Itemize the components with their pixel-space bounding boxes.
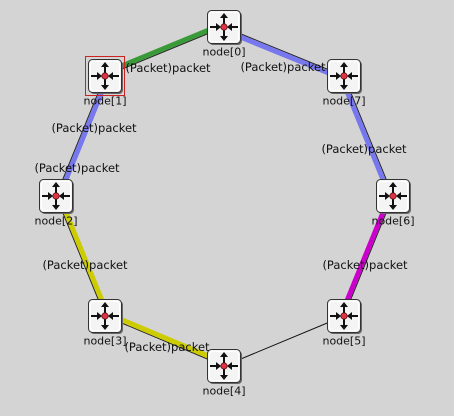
packet-label-pkt-0-7[interactable]: (Packet)packet	[240, 60, 326, 74]
node2-label: node[2]	[34, 215, 77, 228]
node3[interactable]	[88, 299, 124, 335]
node3-label: node[3]	[83, 335, 126, 348]
router-icon	[327, 299, 362, 334]
link-node6-node5-base	[343, 195, 394, 317]
link-node6-node5[interactable]	[338, 193, 393, 316]
node0-label: node[0]	[202, 46, 245, 59]
link-node2-node1[interactable]	[56, 76, 111, 199]
router-icon	[39, 179, 74, 214]
packet-label-pkt-3-4[interactable]: (Packet)packet	[124, 340, 210, 354]
router-icon	[88, 299, 123, 334]
packet-label-pkt-0-1[interactable]: (Packet)packet	[125, 61, 211, 75]
packet-label-pkt-1-2[interactable]: (Packet)packet	[51, 121, 137, 135]
link-node7-node6[interactable]	[338, 76, 393, 199]
links-layer	[55, 21, 394, 367]
router-icon	[376, 179, 411, 214]
selection-box	[85, 56, 125, 96]
node1-label: node[1]	[83, 95, 126, 108]
link-node3-node2[interactable]	[56, 193, 111, 316]
node0[interactable]	[207, 10, 243, 46]
node4-label: node[4]	[202, 385, 245, 398]
router-icon	[207, 10, 242, 45]
node5-label: node[5]	[322, 335, 365, 348]
router-icon	[327, 59, 362, 94]
link-node5-node4[interactable]	[223, 315, 345, 367]
link-node0-node7-base	[223, 26, 345, 77]
node5[interactable]	[327, 299, 363, 335]
packet-label-pkt-3-2[interactable]: (Packet)packet	[42, 258, 128, 272]
link-node3-node2-base	[55, 195, 106, 317]
link-node0-node7[interactable]	[221, 27, 344, 82]
node7-label: node[7]	[322, 95, 365, 108]
router-icon	[207, 349, 242, 384]
node6-label: node[6]	[371, 215, 414, 228]
node7[interactable]	[327, 59, 363, 95]
node2[interactable]	[39, 179, 75, 215]
node4[interactable]	[207, 349, 243, 385]
packet-label-pkt-6-5[interactable]: (Packet)packet	[322, 258, 408, 272]
link-node0-node1[interactable]	[102, 21, 224, 76]
labels-layer: node[0] node[1] node[2] node[3] node[4] node[…	[34, 46, 414, 398]
link-node4-node3[interactable]	[105, 310, 227, 366]
link-node7-node6-base	[343, 75, 394, 197]
node6[interactable]	[376, 179, 412, 215]
router-icon	[88, 59, 123, 94]
node1[interactable]	[85, 56, 125, 96]
packet-label-pkt-7-6[interactable]: (Packet)packet	[321, 142, 407, 156]
packet-label-pkt-2-1[interactable]: (Packet)packet	[34, 161, 120, 175]
link-node4-node3-base	[104, 315, 225, 367]
nodes-layer	[39, 10, 412, 385]
